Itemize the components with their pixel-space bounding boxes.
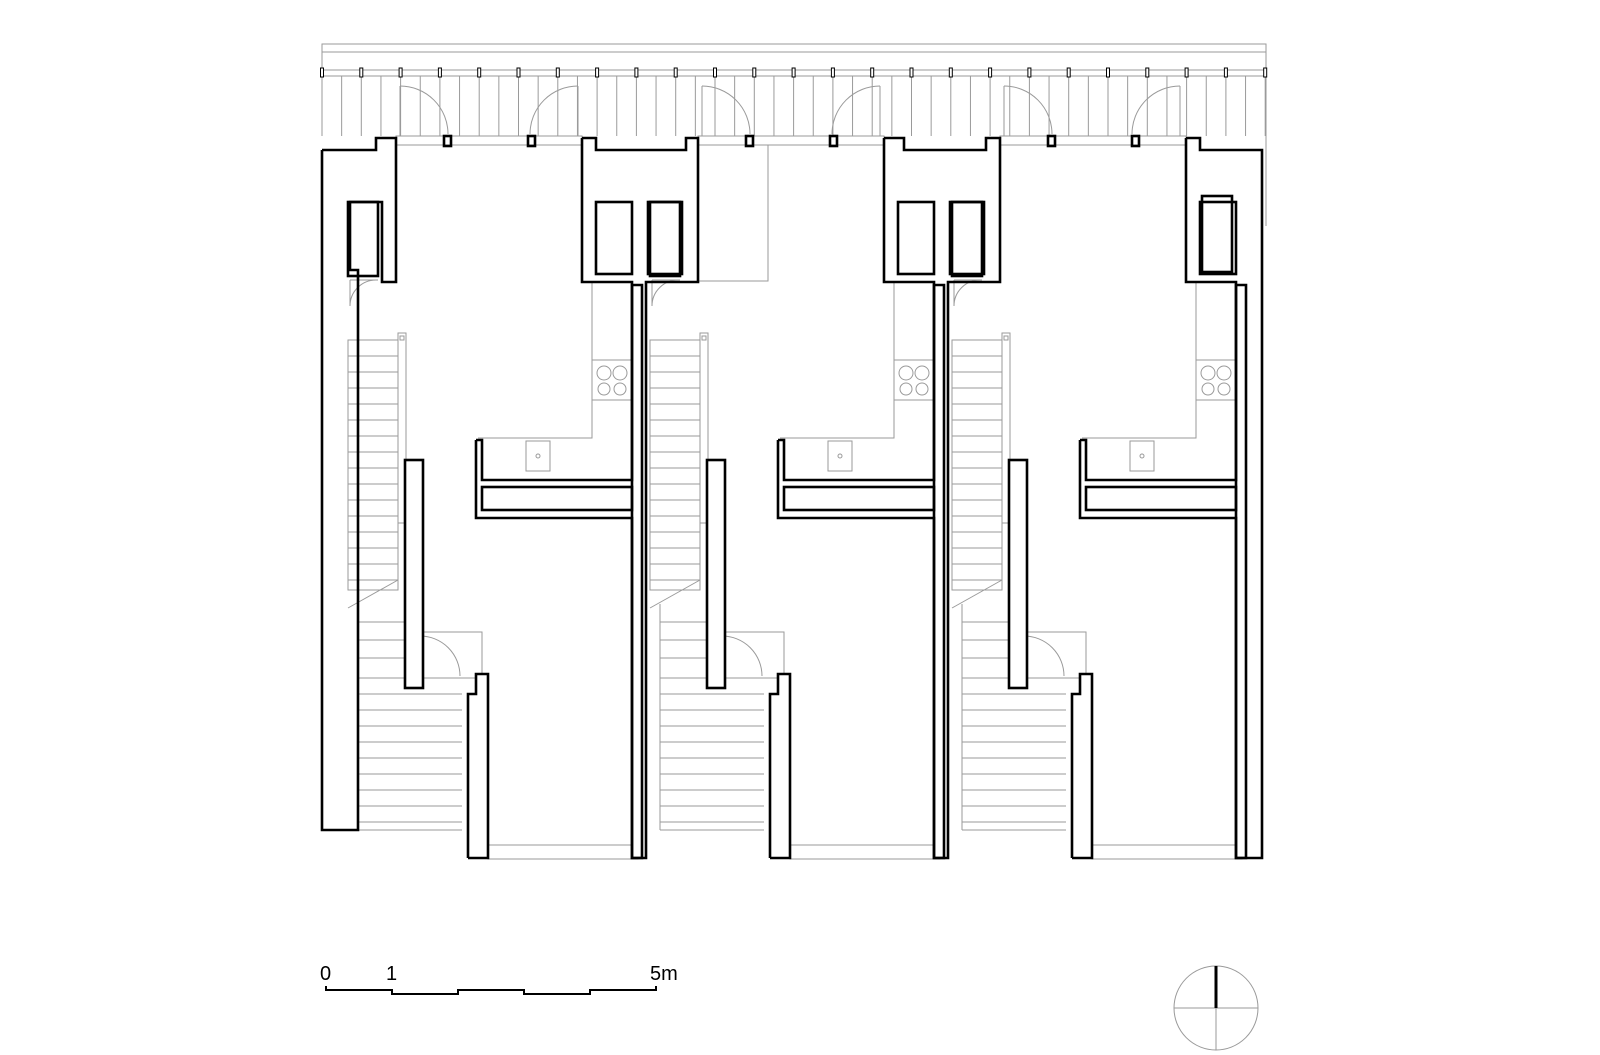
unit-2: [648, 200, 946, 861]
scale-label-1: 1: [386, 963, 397, 985]
railing-post: [713, 67, 717, 78]
railing-post: [516, 67, 521, 78]
unit-1: [346, 200, 644, 861]
railing-post: [791, 67, 796, 78]
railing-post: [555, 67, 560, 78]
railing-post: [1184, 67, 1189, 78]
railing-post: [830, 67, 835, 78]
railing-post: [1145, 67, 1150, 78]
railing-post: [1106, 67, 1110, 78]
railing-post: [320, 67, 324, 78]
scale-bar-line: [325, 986, 657, 995]
railing-post: [673, 67, 678, 78]
railing-post: [948, 67, 953, 78]
railing-post: [909, 67, 914, 78]
railing-post: [1223, 67, 1228, 78]
railing-posts: [320, 67, 1268, 136]
railing-post: [437, 67, 442, 78]
railing-post: [477, 67, 482, 78]
railing-post: [988, 67, 993, 78]
railing-post: [752, 67, 757, 78]
railing-post: [359, 67, 364, 78]
north-arrow-icon: [1173, 965, 1259, 1051]
scale-label-0: 0: [320, 963, 331, 985]
unit-3: [950, 200, 1248, 861]
outer-walls: [320, 134, 1264, 860]
railing-post: [634, 67, 639, 78]
scale-label-5m: 5m: [650, 963, 678, 985]
railing-post: [595, 67, 600, 78]
front-doors: [395, 85, 1187, 282]
railing-post: [870, 67, 875, 78]
railing-post: [1263, 67, 1268, 78]
scale-bar: 0 1 5m: [320, 963, 678, 995]
railing-post: [398, 67, 403, 78]
railing-post: [1027, 67, 1032, 78]
railing-post: [1066, 67, 1071, 78]
